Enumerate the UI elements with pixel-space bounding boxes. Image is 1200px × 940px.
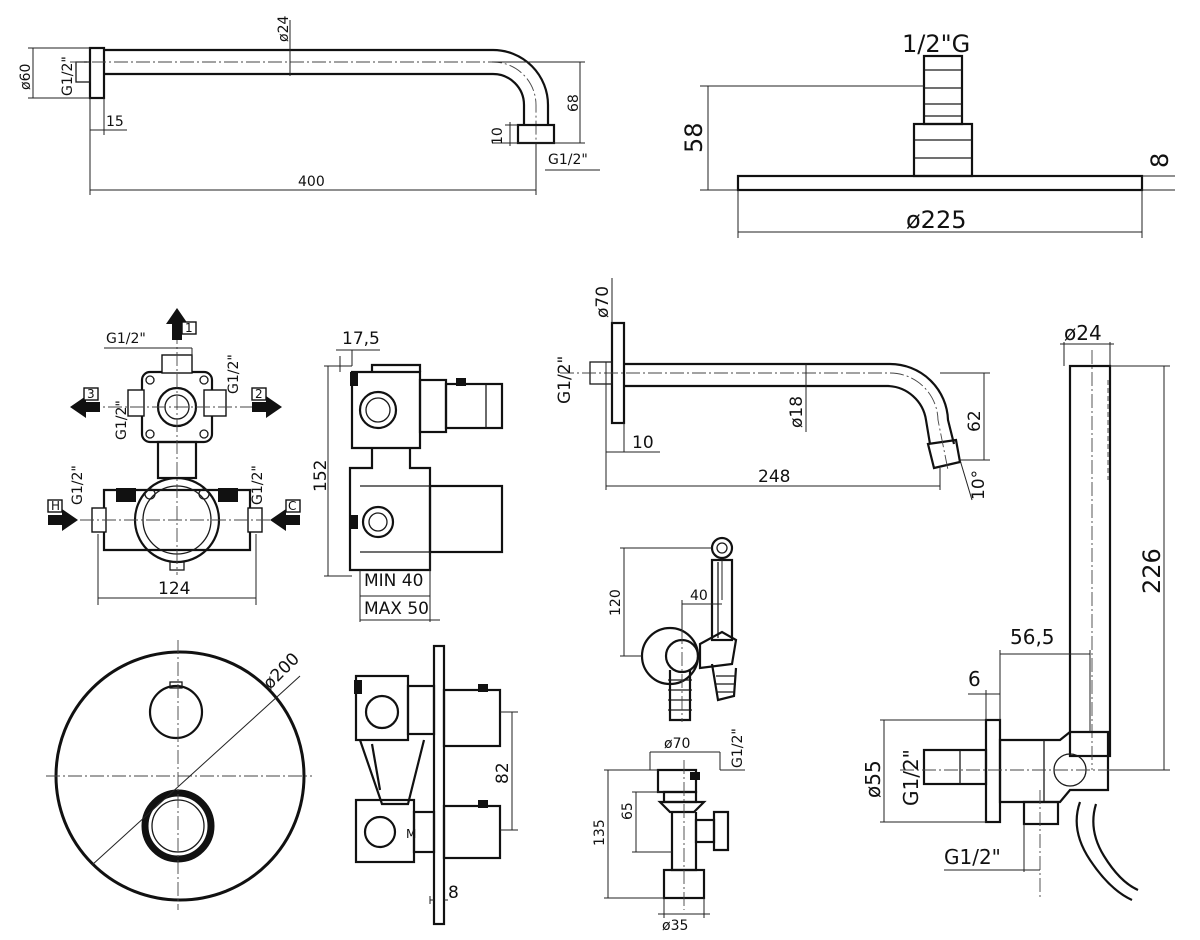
shower-head-drawing: 58 8 ø225 1/2"G	[680, 30, 1175, 238]
installed-plate-thickness: 8	[448, 883, 459, 903]
arm-outlet-depth: 10	[490, 127, 506, 145]
arm-flange-diameter: ø60	[18, 64, 34, 90]
side-offset: 17,5	[342, 329, 380, 349]
handle-diameter: ø24	[1064, 321, 1102, 345]
outlet-1-arrow-icon	[166, 308, 188, 340]
valve-thread: G1/2"	[730, 728, 746, 768]
valve-base-diameter: ø35	[662, 918, 688, 934]
arm-tube-top	[104, 48, 550, 125]
installed-plate	[432, 644, 446, 926]
head-plate	[736, 174, 1144, 192]
thread-top-label: G1/2"	[106, 331, 146, 347]
spout-drop: 62	[965, 410, 985, 432]
head-height: 58	[680, 122, 708, 153]
hand-shower-drawing: ø24 226 56,5 6 ø55 G1/2" G1/2"	[861, 321, 1170, 902]
arm-tube-diameter: ø24	[276, 16, 292, 42]
holder-depth: 56,5	[1010, 625, 1055, 649]
outlet-3-arrow-icon	[70, 396, 100, 418]
cover-plate-drawing: ø200	[46, 640, 312, 910]
mixer-installed-side: M 82 8	[354, 644, 518, 926]
head-swivel	[912, 122, 974, 178]
port-3-label: 3	[87, 387, 95, 401]
holder-flange-depth: 6	[968, 667, 981, 691]
thread-left-2-label: G1/2"	[70, 465, 86, 505]
side-height: 152	[311, 460, 331, 492]
bidet-holder-drawing: 120 40	[608, 536, 738, 722]
head-thickness: 8	[1146, 153, 1174, 168]
spout-tube-top	[624, 362, 956, 445]
holder-flange-diameter: ø55	[861, 760, 885, 798]
cover-diameter: ø200	[259, 649, 303, 693]
arm-inlet-nipple	[75, 61, 91, 83]
holder-side-thread: G1/2"	[899, 749, 923, 806]
outlet-2-arrow-icon	[252, 396, 282, 418]
stop-valve-drawing: ø70 G1/2" 135 65 ø35	[592, 728, 746, 934]
cold-inlet-arrow-icon	[270, 509, 300, 531]
installed-spacing: 82	[493, 762, 513, 784]
port-c-label: C	[288, 499, 296, 513]
spout-tube-diameter: ø18	[787, 396, 807, 428]
head-thread: 1/2"G	[902, 30, 970, 58]
valve-body-height: 65	[620, 802, 636, 820]
mixer-body-side: 17,5 152 MIN 40 MAX 50	[311, 329, 504, 622]
valve-total-height: 135	[592, 819, 608, 846]
spout-thread: G1/2"	[555, 356, 575, 404]
hand-shower-handle	[1068, 364, 1112, 758]
shower-arm-drawing: ø60 G1/2" ø24 15 400 68 10 G1/2"	[18, 16, 600, 195]
port-1-label: 1	[185, 321, 193, 335]
holder-wall-flange	[984, 718, 1002, 824]
arm-wall-thread: G1/2"	[60, 56, 76, 96]
spout-length: 248	[758, 467, 790, 487]
handle-length: 226	[1138, 548, 1166, 594]
installed-mark: M	[406, 827, 416, 841]
holder-height: 120	[608, 589, 624, 616]
arm-flange-depth: 15	[106, 114, 124, 130]
mixer-width: 124	[158, 579, 190, 599]
arm-tube-bottom	[104, 72, 526, 125]
holder-bottom-thread: G1/2"	[944, 845, 1001, 869]
head-diameter: ø225	[906, 206, 967, 234]
spout-flange-diameter: ø70	[593, 286, 613, 318]
port-h-label: H	[51, 499, 60, 513]
spout-angle: 10°	[969, 470, 989, 500]
hot-inlet-arrow-icon	[48, 509, 78, 531]
valve-flange-diameter: ø70	[664, 736, 690, 752]
spout-flange-depth: 10	[632, 433, 654, 453]
arm-wall-flange	[88, 46, 106, 100]
port-2-label: 2	[255, 387, 263, 401]
side-min-depth: MIN 40	[364, 571, 423, 591]
arm-length: 400	[298, 174, 325, 190]
bath-spout-drawing: ø70 G1/2" 10 ø18 248 62 10°	[555, 278, 990, 501]
mixer-body-front: 1 2 3 H C G1/2" G1/2" G1/2" G1/2" G1/2" …	[47, 308, 301, 605]
holder-offset: 40	[690, 588, 708, 604]
thread-right-2-label: G1/2"	[250, 465, 266, 505]
head-connector	[922, 54, 964, 126]
arm-outlet-thread: G1/2"	[548, 152, 588, 168]
thread-left-1-label: G1/2"	[114, 400, 130, 440]
spout-tube-bottom	[624, 384, 932, 445]
thread-right-1-label: G1/2"	[226, 354, 242, 394]
side-max-depth: MAX 50	[364, 599, 429, 619]
arm-drop: 68	[566, 94, 582, 112]
